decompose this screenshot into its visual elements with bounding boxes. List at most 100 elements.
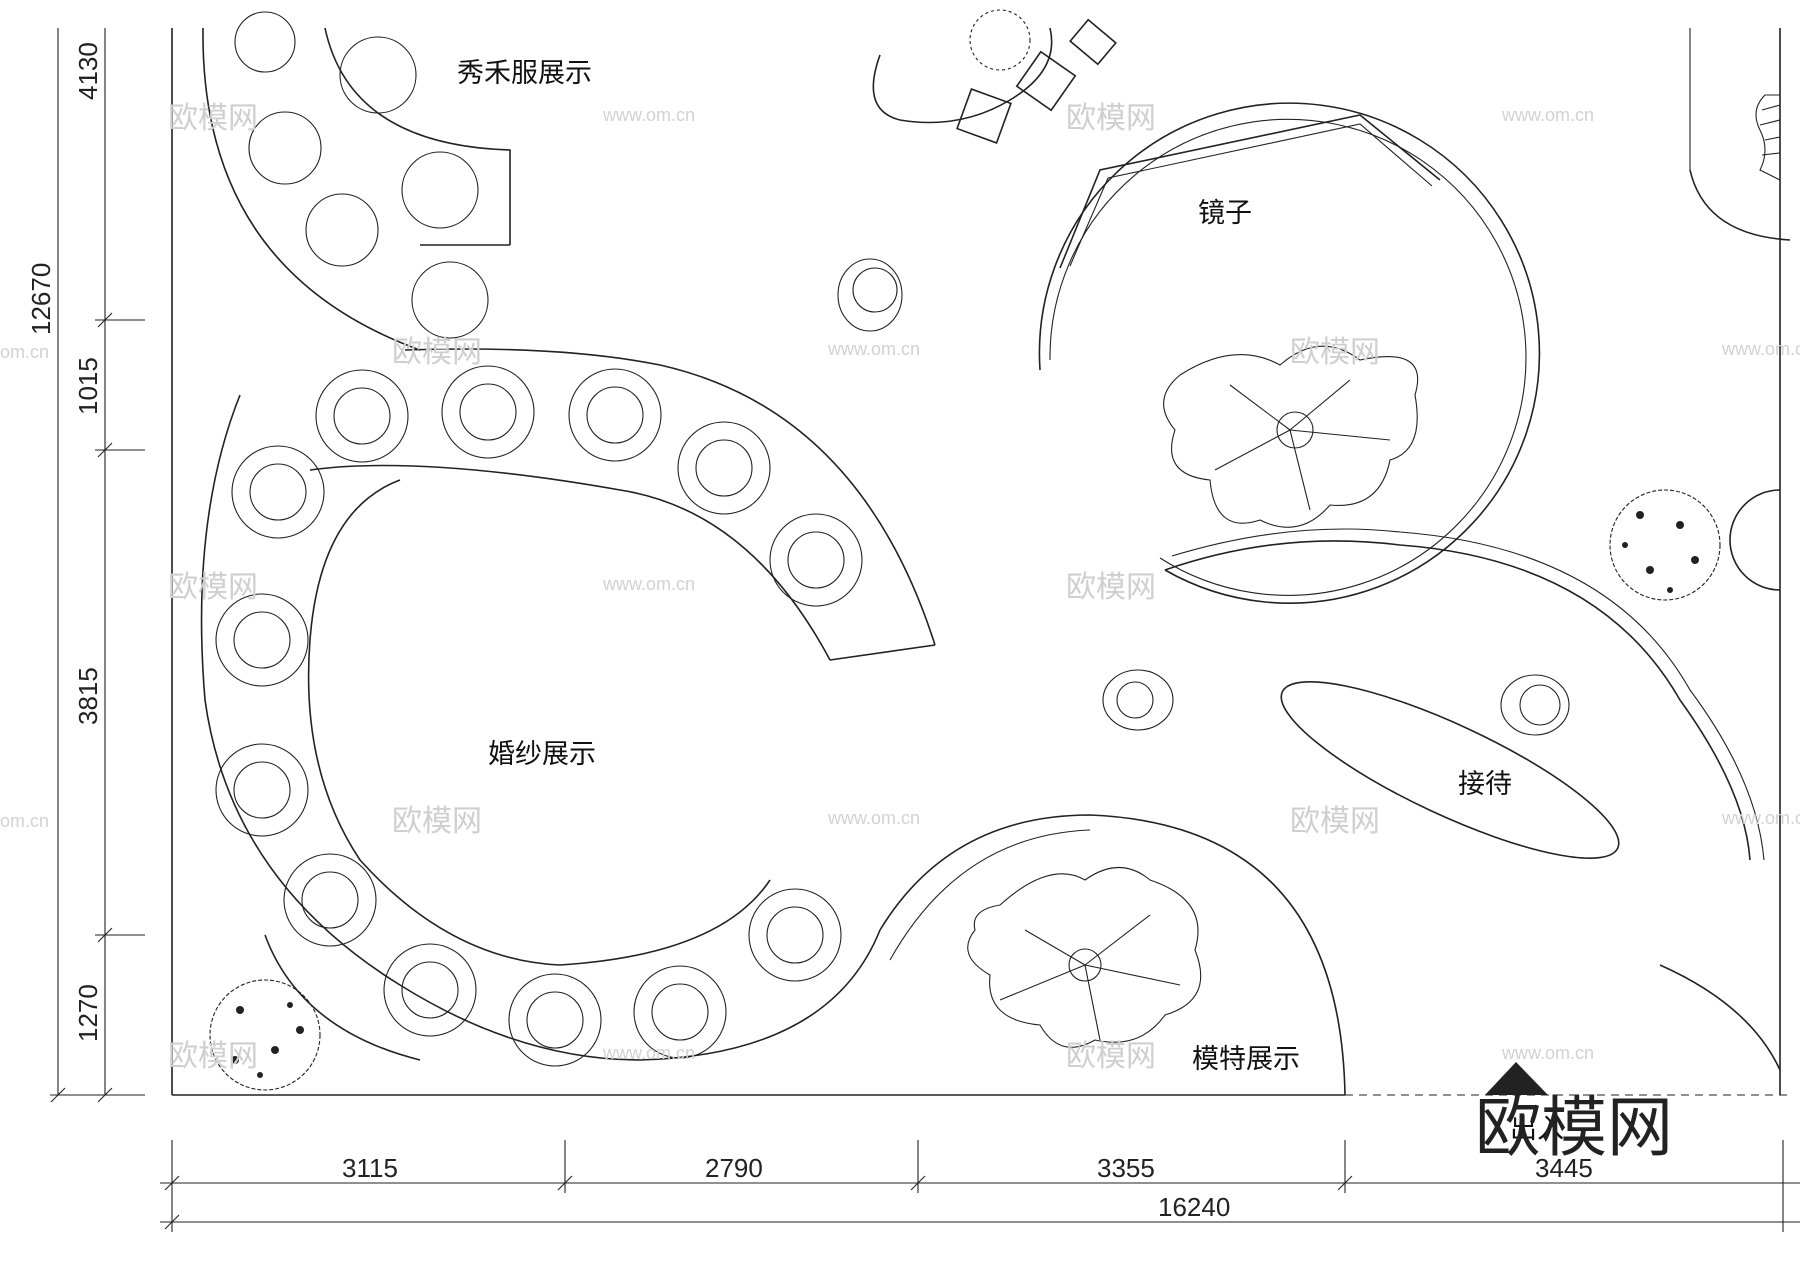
mannequin-inner	[301, 871, 359, 929]
chair-3	[1069, 18, 1117, 66]
watermark-brand: 欧模网	[1290, 335, 1380, 370]
label-reception: 接待	[1458, 769, 1512, 800]
stair-hatch	[1755, 94, 1781, 181]
mannequin	[283, 853, 377, 947]
mannequin-inner	[459, 383, 517, 441]
watermark-logo: 欧模网	[1475, 1089, 1673, 1166]
plant-model-display	[967, 867, 1202, 1048]
watermark-url: www.om.cn	[602, 1043, 695, 1063]
mannequin	[305, 193, 379, 267]
dim-1270: 1270	[73, 984, 103, 1042]
model-display-arc	[879, 814, 1346, 1096]
mannequin-inner	[526, 991, 584, 1049]
label-xiuhe: 秀禾服展示	[457, 58, 592, 89]
right-curve-wall	[1164, 540, 1751, 861]
person-2	[1102, 669, 1174, 731]
person-3	[1500, 674, 1570, 736]
dim-4130: 4130	[73, 42, 103, 100]
mannequin-inner	[333, 387, 391, 445]
watermarks: 欧模网 www.om.cn 欧模网 www.om.cn om.cn 欧模网 ww…	[0, 101, 1800, 1074]
right-curve-wall-inner	[1171, 528, 1765, 861]
watermark-edge-url: om.cn	[0, 811, 49, 831]
shrub-right-dots	[1622, 511, 1699, 593]
mannequin-inner	[586, 386, 644, 444]
chair-2	[1015, 50, 1077, 112]
watermark-url: www.om.cn	[827, 339, 920, 359]
mannequin	[339, 36, 417, 114]
label-wedding: 婚纱展示	[488, 739, 596, 770]
mannequin	[633, 965, 727, 1059]
dim-16240: 16240	[1158, 1192, 1230, 1222]
shrub-bottom-left-dots	[231, 1002, 304, 1078]
watermark-brand: 欧模网	[1066, 1039, 1156, 1074]
upper-right-curve	[1689, 169, 1791, 241]
label-model: 模特展示	[1192, 1044, 1300, 1075]
wedding-counter-outer	[404, 348, 936, 646]
wedding-island-inner	[307, 479, 771, 966]
watermark-url: www.om.cn	[827, 808, 920, 828]
left-dim-slash	[97, 1087, 113, 1103]
wedding-island-outer	[200, 394, 881, 1061]
mannequin-inner	[249, 463, 307, 521]
bottom-dim-slash	[1337, 1175, 1353, 1191]
mannequin	[315, 369, 409, 463]
watermark-url: www.om.cn	[1721, 808, 1800, 828]
mannequin	[215, 743, 309, 837]
watermark-brand: 欧模网	[168, 101, 258, 136]
mannequin	[401, 151, 479, 229]
dim-12670: 12670	[26, 263, 56, 335]
mannequin-inner	[787, 531, 845, 589]
watermark-brand: 欧模网	[168, 1039, 258, 1074]
wedding-counter-inner	[309, 464, 831, 661]
watermark-url: www.om.cn	[602, 105, 695, 125]
mannequin-inner	[651, 983, 709, 1041]
watermark-brand: 欧模网	[1290, 804, 1380, 839]
dim-3355: 3355	[1097, 1153, 1155, 1183]
mannequin	[231, 445, 325, 539]
mannequin-inner	[233, 611, 291, 669]
mannequin	[383, 943, 477, 1037]
dim-2790: 2790	[705, 1153, 763, 1183]
reception-desk	[1280, 681, 1620, 859]
round-table	[872, 27, 1053, 124]
xiuhe-display-outer	[202, 27, 421, 351]
mannequin	[748, 888, 842, 982]
shrub-bottom-left	[209, 979, 321, 1091]
watermark-url: www.om.cn	[602, 574, 695, 594]
bottom-dim-slash	[557, 1175, 573, 1191]
bottom-dim-slash	[164, 1175, 180, 1191]
watermark-brand: 欧模网	[392, 804, 482, 839]
watermark-brand: 欧模网	[1066, 570, 1156, 605]
mannequin	[248, 111, 322, 185]
person-1	[837, 258, 903, 332]
left-dim-slash	[50, 1087, 66, 1103]
lower-right-arc	[1659, 964, 1781, 1071]
dim-3115: 3115	[342, 1153, 398, 1183]
plant-mirror-room	[1163, 345, 1419, 528]
left-dim-slash	[97, 442, 113, 458]
watermark-url: www.om.cn	[1501, 1043, 1594, 1063]
left-dim-slash	[97, 312, 113, 328]
wedding-island-tail	[264, 934, 421, 1061]
table-decor	[969, 9, 1031, 71]
mannequin-inner	[695, 439, 753, 497]
mannequin	[508, 973, 602, 1067]
watermark-url: www.om.cn	[1721, 339, 1800, 359]
dim-3815: 3815	[73, 667, 103, 725]
mannequin	[677, 421, 771, 515]
watermark-url: www.om.cn	[1501, 105, 1594, 125]
bottom-dim-slash	[164, 1214, 180, 1230]
watermark-edge-url: om.cn	[0, 342, 49, 362]
mannequin-inner	[233, 761, 291, 819]
left-dim-slash	[97, 927, 113, 943]
bottom-dim-slash	[910, 1175, 926, 1191]
dim-1015: 1015	[73, 357, 103, 415]
chair-1	[956, 88, 1012, 144]
label-mirror: 镜子	[1198, 198, 1252, 229]
mannequin	[769, 513, 863, 607]
mannequin	[234, 11, 296, 73]
mannequins	[215, 11, 863, 1067]
mannequin	[568, 368, 662, 462]
dim-3445: 3445	[1535, 1153, 1593, 1183]
